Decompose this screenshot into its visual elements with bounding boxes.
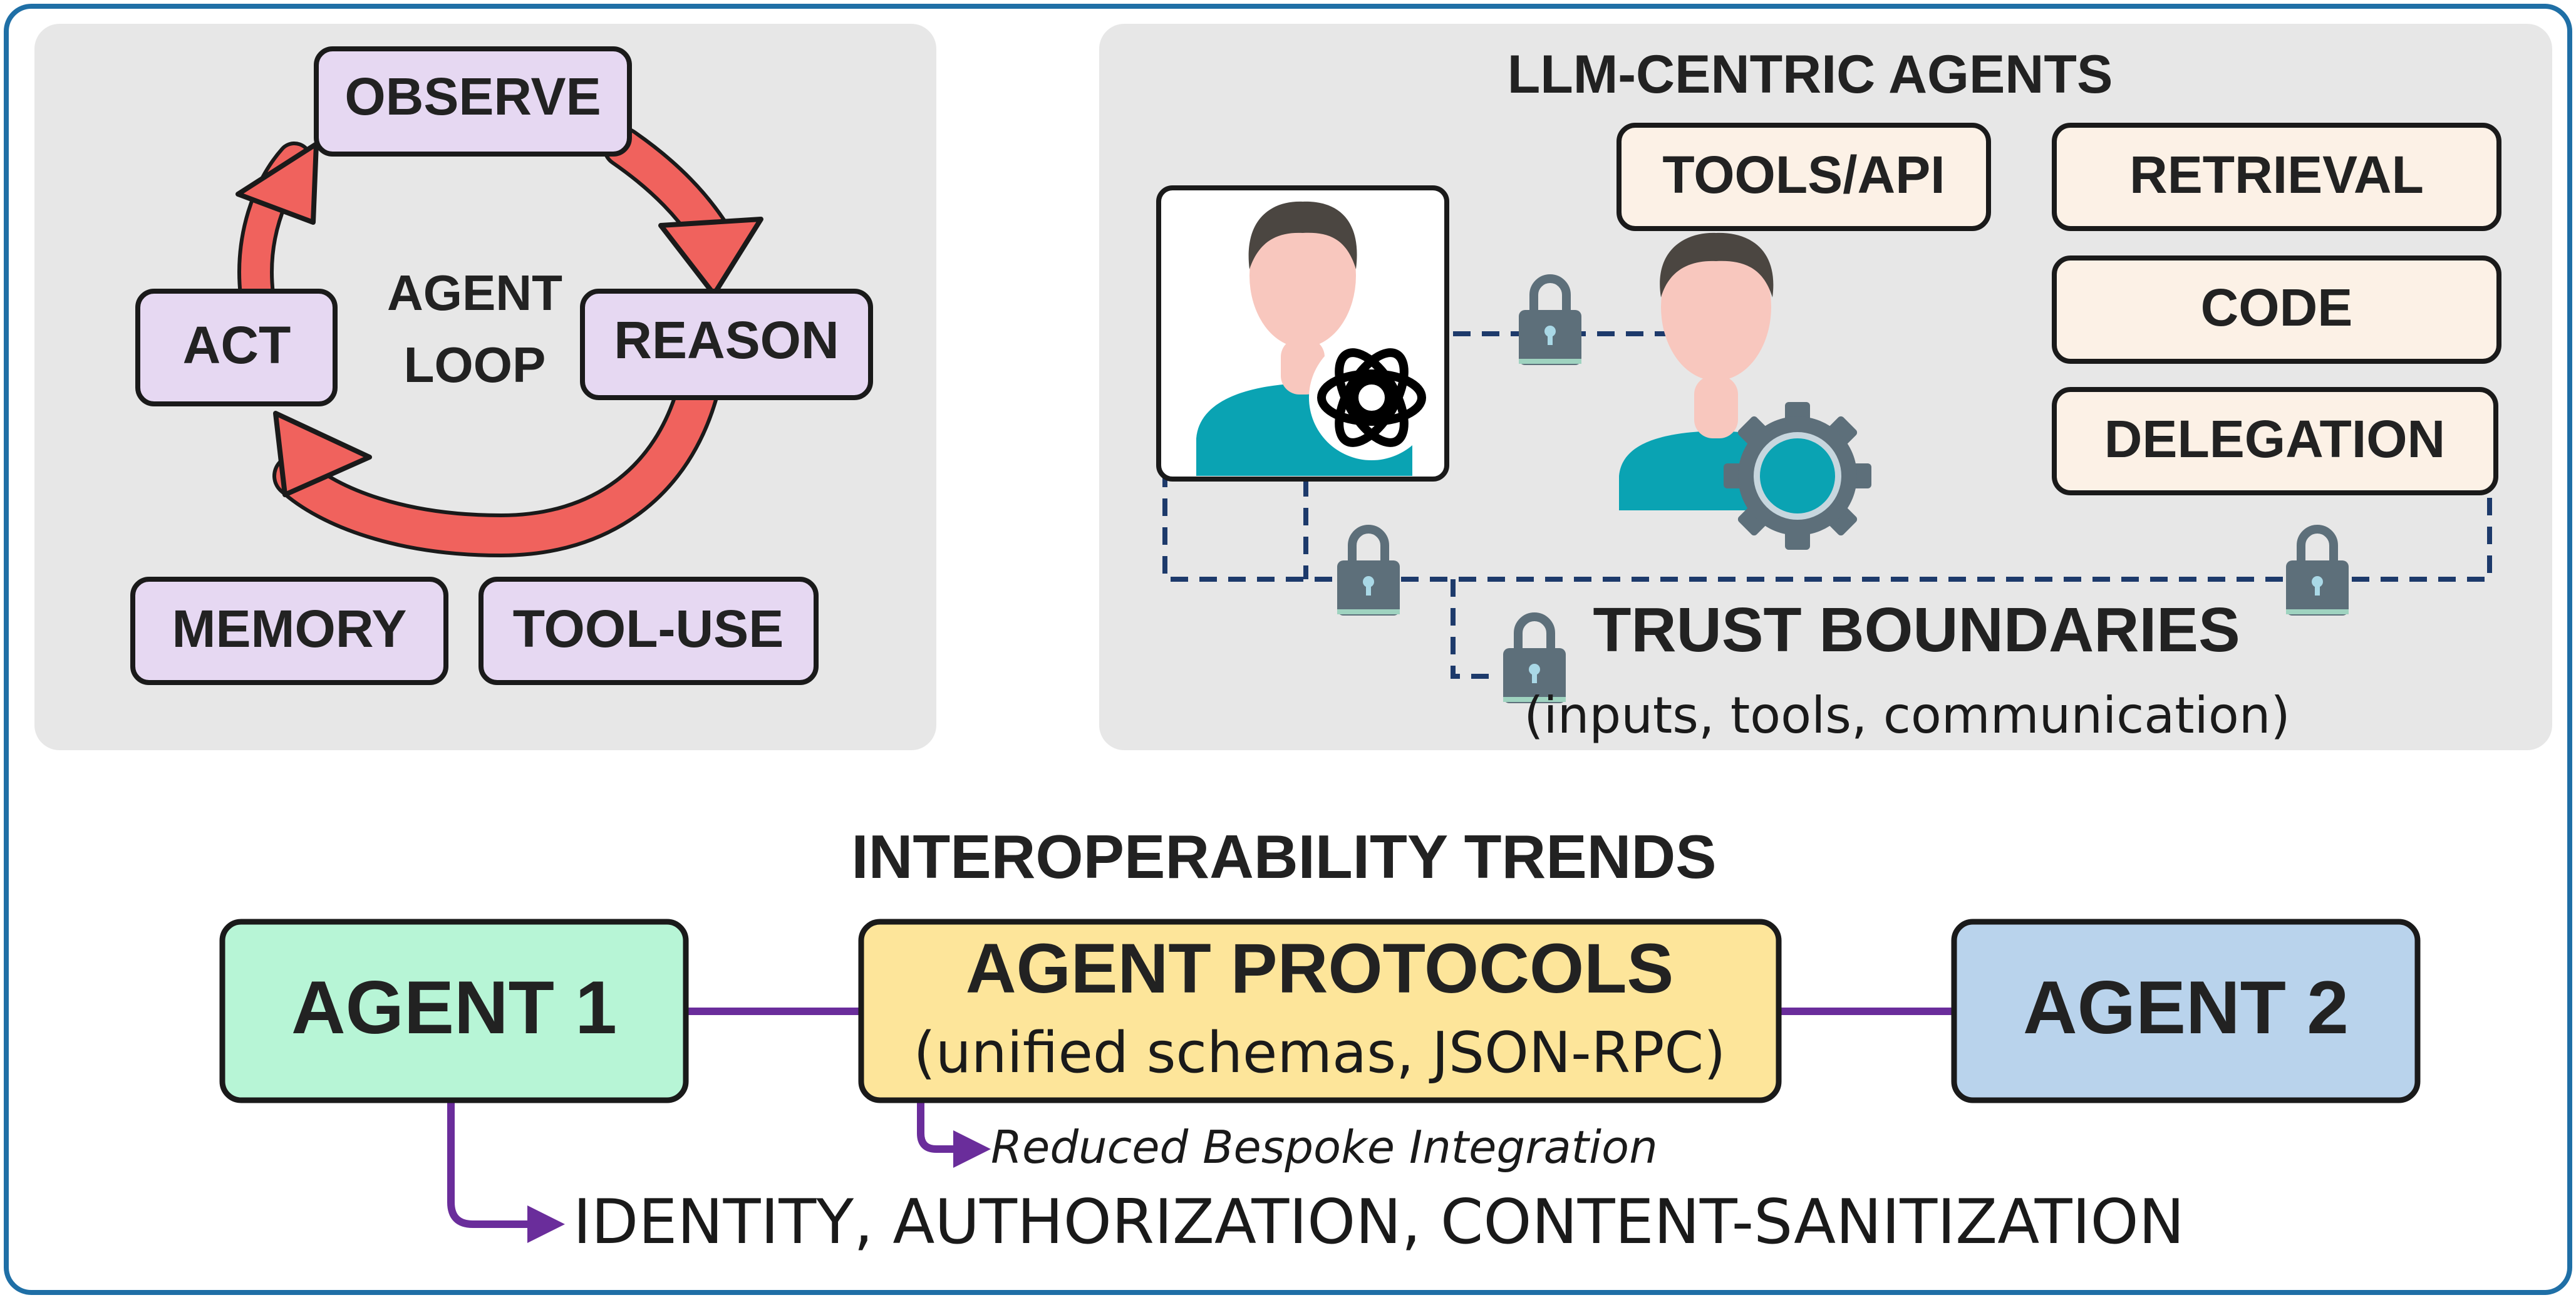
- agent-hair: [1660, 232, 1774, 297]
- agent1-box: [219, 919, 689, 1103]
- memory-box: [130, 577, 448, 685]
- retrieval-box: [2052, 123, 2501, 231]
- llm-agents-panel: LLM-CENTRIC AGENTS: [1099, 24, 2552, 750]
- gear-icon: [1724, 402, 1871, 550]
- interop-title: INTEROPERABILITY TRENDS: [851, 822, 1716, 891]
- trust-boundary-lines: [1162, 331, 2492, 679]
- agent-loop-label-line1: AGENT: [387, 265, 562, 321]
- llm-agents-title: LLM-CENTRIC AGENTS: [1508, 44, 2113, 105]
- reason-box: [580, 289, 873, 400]
- act-label: ACT: [183, 316, 291, 374]
- identity-note: IDENTITY, AUTHORIZATION, CONTENT-SANITIZ…: [573, 1187, 2185, 1258]
- user-head: [1249, 204, 1356, 348]
- llm-user-avatar: [1156, 185, 1449, 482]
- reason-label: REASON: [614, 311, 839, 369]
- agent-head: [1661, 233, 1771, 381]
- tools-api-label: TOOLS/API: [1662, 145, 1945, 204]
- agent-protocols-subtitle: (unified schemas, JSON-RPC): [914, 1020, 1726, 1086]
- interop-section: INTEROPERABILITY TRENDS AGENT 1 AGENT PR…: [219, 822, 2421, 1258]
- agent-protocols-title: AGENT PROTOCOLS: [966, 929, 1673, 1008]
- agent1-label: AGENT 1: [291, 966, 617, 1050]
- agent-loop-label-line2: LOOP: [404, 337, 546, 393]
- agent-protocols-box: [858, 919, 1782, 1103]
- tool-use-box: [478, 577, 819, 685]
- tools-api-box: [1616, 123, 1991, 231]
- arrow-to-identity: [447, 1099, 565, 1243]
- observe-label: OBSERVE: [344, 67, 601, 126]
- arrow-to-reduced: [917, 1102, 991, 1168]
- code-box: [2052, 255, 2501, 364]
- trust-boundaries-title: TRUST BOUNDARIES: [1593, 595, 2240, 665]
- tool-agent-avatar: [1619, 232, 1871, 550]
- loop-arrow-reason-act: [276, 370, 716, 554]
- retrieval-label: RETRIEVAL: [2129, 145, 2424, 204]
- agent-loop-panel: OBSERVE REASON ACT AGENT LOOP MEMORY TOO…: [34, 24, 936, 750]
- loop-arrowhead-act: [273, 411, 372, 497]
- user-hair: [1248, 201, 1357, 269]
- delegation-label: DELEGATION: [2104, 410, 2445, 468]
- loop-arrowhead-reason: [658, 217, 763, 297]
- agent2-label: AGENT 2: [2023, 966, 2349, 1050]
- code-label: CODE: [2201, 278, 2353, 337]
- trust-boundaries-subtitle: (inputs, tools, communication): [1524, 686, 2290, 745]
- delegation-box: [2052, 387, 2498, 495]
- reduced-integration-note: Reduced Bespoke Integration: [991, 1121, 1658, 1173]
- observe-box: [314, 46, 632, 157]
- tool-use-label: TOOL-USE: [513, 599, 784, 658]
- act-box: [135, 289, 338, 406]
- loop-arrowhead-observe: [235, 142, 319, 225]
- memory-label: MEMORY: [172, 599, 407, 658]
- llm-logo-icon: [1309, 335, 1434, 460]
- agent2-box: [1951, 919, 2421, 1103]
